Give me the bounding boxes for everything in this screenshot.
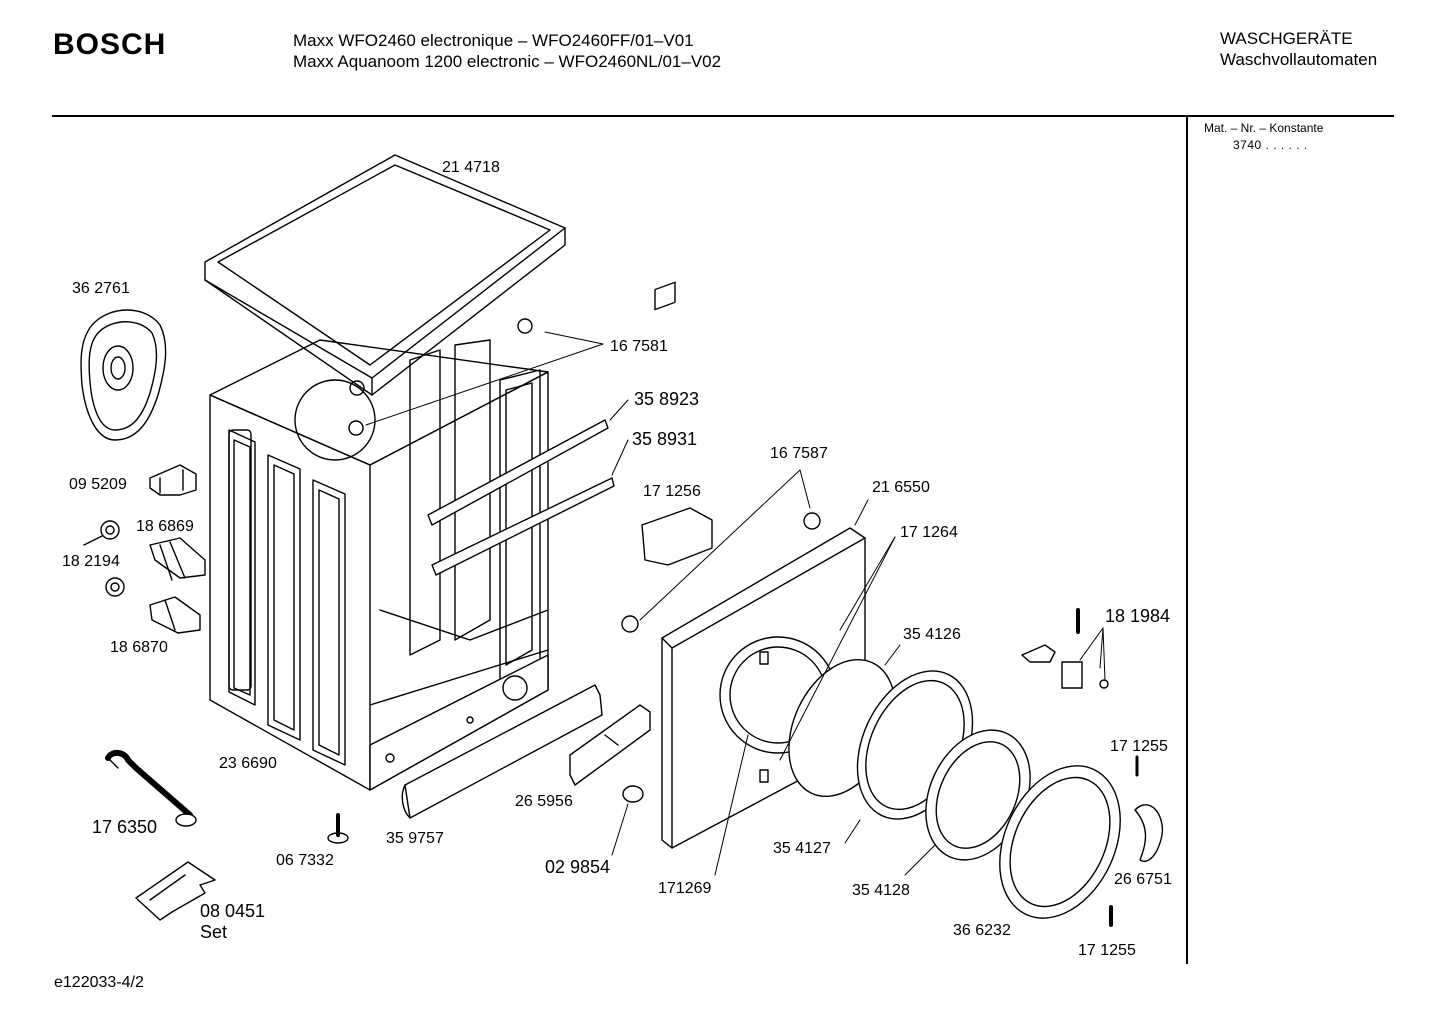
sidebar-divider xyxy=(1186,116,1188,964)
part-label-358931: 35 8931 xyxy=(632,429,697,449)
part-label-171256: 17 1256 xyxy=(643,483,701,500)
part-label-236690: 23 6690 xyxy=(219,755,277,772)
part-label-216550: 21 6550 xyxy=(872,479,930,496)
part-label-186870: 18 6870 xyxy=(110,639,168,656)
part-label-067332: 06 7332 xyxy=(276,852,334,869)
brand-logo: BOSCH xyxy=(53,28,167,61)
part-label-080451: 08 0451 xyxy=(200,901,265,921)
part-label-214718: 21 4718 xyxy=(442,159,500,176)
door-glass-part xyxy=(925,729,1031,861)
part-label-set: Set xyxy=(200,922,227,942)
filter-cap-part xyxy=(622,785,644,803)
part-label-167581: 16 7581 xyxy=(610,338,668,355)
part-label-176350: 17 6350 xyxy=(92,817,157,837)
material-number-label: Mat. – Nr. – Konstante xyxy=(1204,121,1324,135)
part-label-171255-bottom: 17 1255 xyxy=(1078,942,1136,959)
part-label-167587: 16 7587 xyxy=(770,445,828,462)
part-label-186869: 18 6869 xyxy=(136,518,194,535)
part-label-181984: 18 1984 xyxy=(1105,606,1170,626)
part-label-354128: 35 4128 xyxy=(852,882,910,899)
bracket-part xyxy=(149,464,197,496)
kickplate-part xyxy=(401,684,603,819)
foot-part xyxy=(327,813,349,844)
part-label-354126: 35 4126 xyxy=(903,626,961,643)
part-label-358923: 35 8923 xyxy=(634,389,699,409)
leader-lines xyxy=(365,331,1106,876)
drawing-id: e122033-4/2 xyxy=(54,974,144,991)
part-labels: 21 4718 36 2761 16 7581 35 8923 35 8931 … xyxy=(62,159,1172,959)
part-label-266751: 26 6751 xyxy=(1114,871,1172,888)
part-label-095209: 09 5209 xyxy=(69,476,127,493)
model-title-2: Maxx Aquanoom 1200 electronic – WFO2460N… xyxy=(293,52,722,71)
part-label-265956: 26 5956 xyxy=(515,793,573,810)
part-label-354127: 35 4127 xyxy=(773,840,831,857)
part-label-366232: 36 6232 xyxy=(953,922,1011,939)
part-label-182194: 18 2194 xyxy=(62,553,120,570)
door-outer-ring-part xyxy=(999,765,1121,919)
clip-parts xyxy=(348,318,821,633)
part-label-171264: 17 1264 xyxy=(900,524,958,541)
damper-parts xyxy=(83,520,206,634)
part-label-171255-top: 17 1255 xyxy=(1110,738,1168,755)
hinge-parts xyxy=(1021,608,1139,927)
model-title-1: Maxx WFO2460 electronique – WFO2460FF/01… xyxy=(293,31,694,50)
cabinet-part xyxy=(209,339,549,791)
door-handle-part xyxy=(1134,804,1164,862)
material-number-value: 3740 . . . . . . xyxy=(1233,138,1308,152)
header-divider xyxy=(52,115,1394,117)
rear-cover-part xyxy=(80,309,167,441)
transport-lock-set xyxy=(135,861,216,921)
rail-parts xyxy=(427,419,615,576)
door-lock-part xyxy=(641,281,713,566)
wrench-tool xyxy=(105,750,197,827)
category-subtitle: Waschvollautomaten xyxy=(1220,50,1378,69)
top-cover-part xyxy=(204,154,566,396)
category-title: WASCHGERÄTE xyxy=(1220,29,1353,48)
part-label-029854: 02 9854 xyxy=(545,857,610,877)
part-label-362761: 36 2761 xyxy=(72,280,130,297)
part-label-359757: 35 9757 xyxy=(386,830,444,847)
filter-cover-part xyxy=(569,704,651,786)
part-label-171269: 171269 xyxy=(658,880,711,897)
